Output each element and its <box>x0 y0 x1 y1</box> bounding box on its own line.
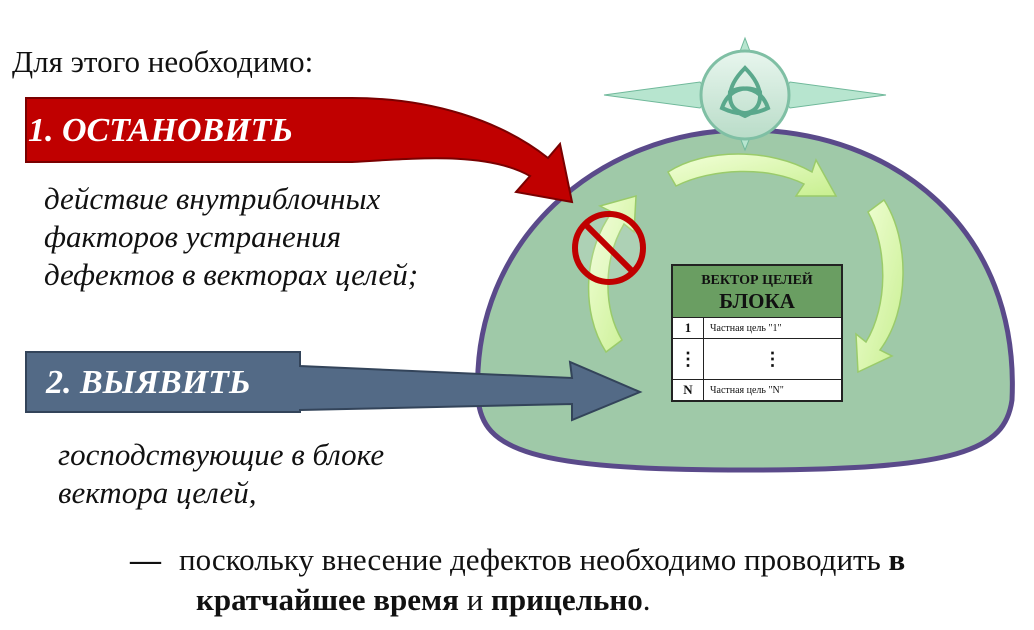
note-part1: поскольку внесение дефектов необходимо п… <box>179 542 889 577</box>
table-row: N Частная цель "N" <box>671 379 843 402</box>
row-number: ⋮ <box>671 338 704 380</box>
cycle-arrow-right <box>855 198 904 374</box>
arrow-detect <box>25 351 643 422</box>
row-text: Частная цель "1" <box>703 317 843 339</box>
note-dash: — <box>130 542 161 577</box>
bottom-note: — поскольку внесение дефектов необходимо … <box>130 540 1030 620</box>
table-title-line1: ВЕКТОР ЦЕЛЕЙ <box>701 273 813 288</box>
compass-star-icon <box>603 36 887 152</box>
step2-label: 2. ВЫЯВИТЬ <box>46 364 251 401</box>
step1-text: действие внутриблочных факторов устранен… <box>44 181 419 292</box>
row-text: ⋮ <box>703 338 843 380</box>
cycle-arrow-top <box>666 153 838 197</box>
prohibition-sign-icon <box>572 211 646 285</box>
cycle-arrow-left <box>587 194 637 354</box>
note-bold3: прицельно <box>491 582 643 617</box>
table-row: ⋮ ⋮ <box>671 338 843 380</box>
goal-vector-table: ВЕКТОР ЦЕЛЕЙ БЛОКА 1 Частная цель "1" ⋮ … <box>671 264 843 402</box>
row-number: 1 <box>671 317 704 339</box>
note-part2: и <box>458 582 492 617</box>
arrow-stop <box>25 97 574 204</box>
table-header: ВЕКТОР ЦЕЛЕЙ БЛОКА <box>671 264 843 318</box>
note-bold2: кратчайшее время <box>196 582 459 617</box>
step1-label: 1. ОСТАНОВИТЬ <box>28 112 293 149</box>
triquetra-icon <box>719 65 771 119</box>
note-bold1: в <box>888 542 906 577</box>
table-row: 1 Частная цель "1" <box>671 317 843 339</box>
note-end: . <box>642 582 651 617</box>
row-text: Частная цель "N" <box>703 379 843 402</box>
cycle-arrows <box>587 153 904 374</box>
table-title-line2: БЛОКА <box>719 289 795 313</box>
row-number: N <box>671 379 704 402</box>
page-heading: Для этого необходимо: <box>12 44 314 79</box>
step2-text: господствующие в блоке вектора целей, <box>58 437 385 510</box>
